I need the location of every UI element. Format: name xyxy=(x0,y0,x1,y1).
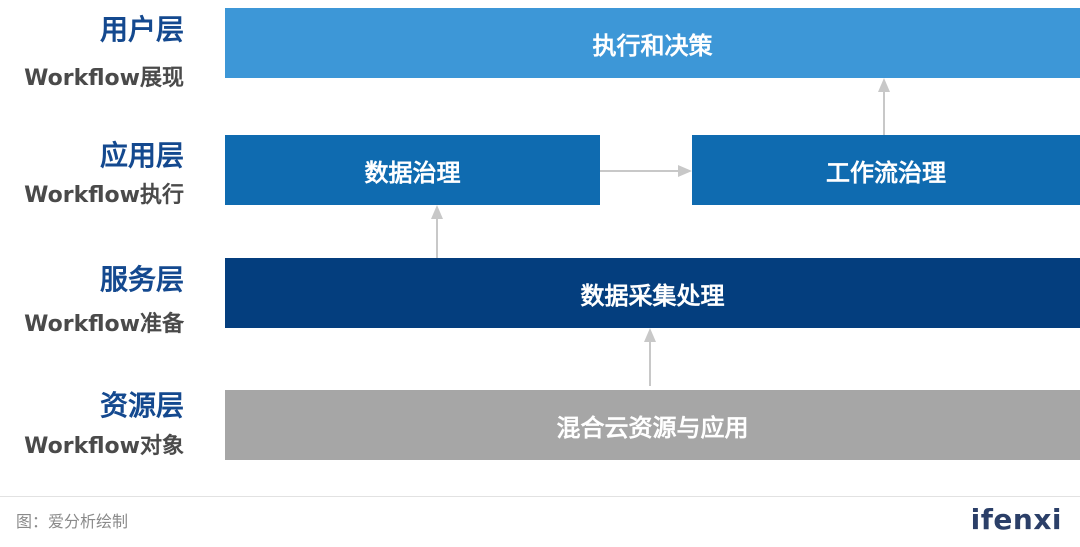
service-layer-box: 数据采集处理 xyxy=(225,258,1080,328)
user-layer-box: 执行和决策 xyxy=(225,8,1080,78)
brand-logo: ifenxi xyxy=(970,503,1062,536)
layer-subtitle-application: Workflow执行 xyxy=(24,183,184,208)
layer-title-user: 用户层 xyxy=(99,13,184,46)
arrow-right-to-workflow-governance xyxy=(600,165,692,177)
source-note: 图：爱分析绘制 xyxy=(16,512,129,531)
workflow-governance-box-label: 工作流治理 xyxy=(826,158,946,187)
resource-layer-box-label: 混合云资源与应用 xyxy=(556,413,749,442)
arrow-up-to-user-layer xyxy=(878,78,890,135)
user-layer-box-label: 执行和决策 xyxy=(592,31,713,60)
arrow-up-to-data-governance xyxy=(431,205,443,258)
data-governance-box-label: 数据治理 xyxy=(364,158,461,187)
layer-title-application: 应用层 xyxy=(99,139,184,172)
layer-title-resource: 资源层 xyxy=(99,389,184,422)
service-layer-box-label: 数据采集处理 xyxy=(580,281,725,310)
resource-layer-box: 混合云资源与应用 xyxy=(225,390,1080,460)
footer-divider xyxy=(0,496,1080,497)
arrow-up-to-service-layer xyxy=(644,328,656,386)
layer-subtitle-user: Workflow展现 xyxy=(24,66,184,91)
layer-subtitle-service: Workflow准备 xyxy=(24,312,184,337)
workflow-governance-box: 工作流治理 xyxy=(692,135,1080,205)
data-governance-box: 数据治理 xyxy=(225,135,600,205)
layer-subtitle-resource: Workflow对象 xyxy=(24,434,184,459)
layer-title-service: 服务层 xyxy=(99,263,184,296)
